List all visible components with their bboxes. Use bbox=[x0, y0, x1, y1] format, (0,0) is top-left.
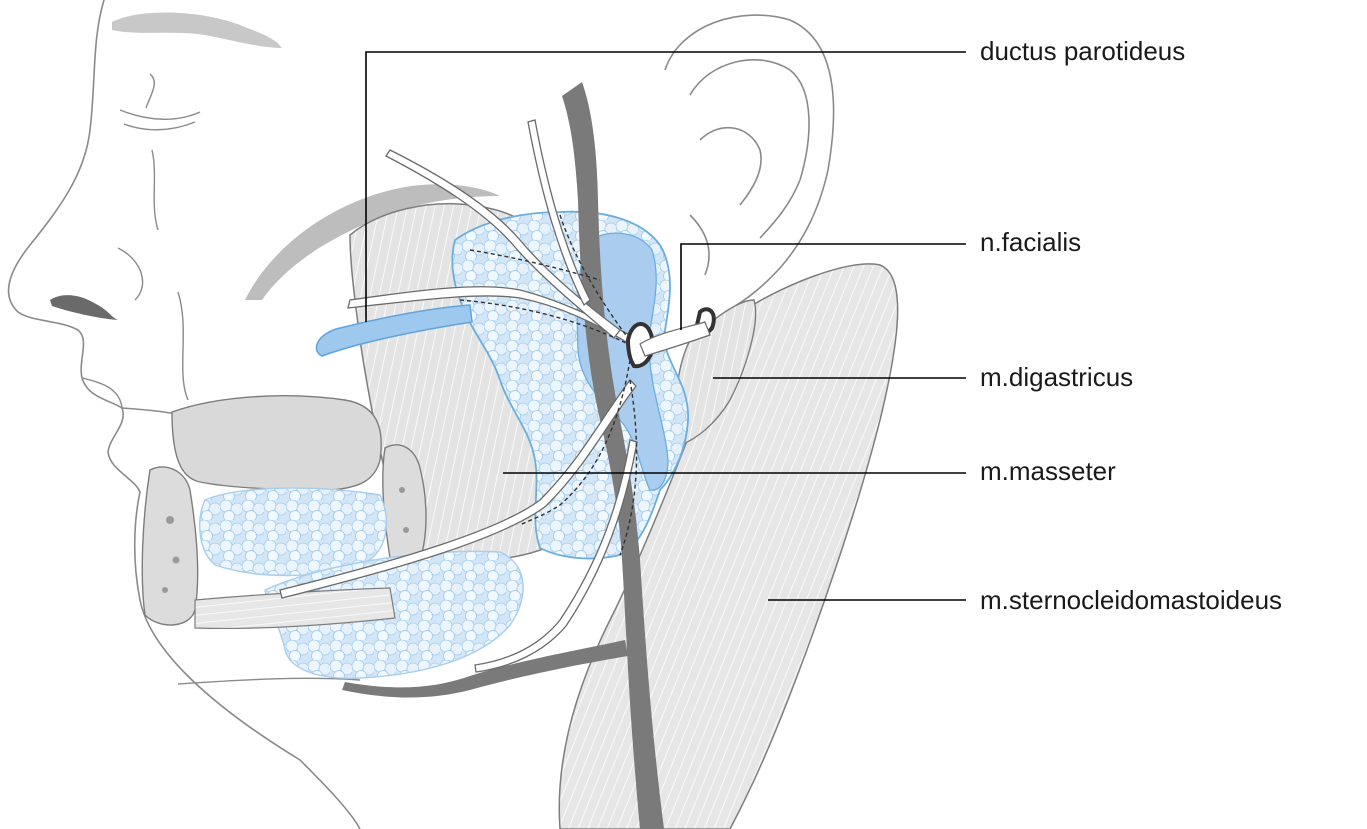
closed-eye bbox=[119, 73, 201, 131]
ear-outline bbox=[664, 14, 835, 307]
label-m-digastricus: m.digastricus bbox=[980, 362, 1134, 392]
mylohyoid-band bbox=[194, 587, 396, 630]
jugular-vein bbox=[562, 82, 664, 829]
label-n-facialis: n.facialis bbox=[980, 227, 1082, 257]
facial-nerve-branches bbox=[279, 119, 641, 673]
stylomastoid-foramen bbox=[625, 307, 716, 369]
facial-nerve-deep-course bbox=[459, 214, 638, 556]
temporal-arc bbox=[245, 184, 500, 300]
label-m-masseter: m.masseter bbox=[980, 456, 1116, 486]
eyebrow bbox=[112, 12, 282, 49]
leader-lines bbox=[365, 51, 966, 601]
label-ductus-parotideus: ductus parotideus bbox=[980, 36, 1186, 66]
lips bbox=[81, 377, 123, 409]
facial-vein bbox=[342, 640, 628, 698]
leader-n-facialis bbox=[680, 243, 966, 330]
jaw-line bbox=[177, 677, 361, 685]
parotid-duct bbox=[315, 304, 473, 357]
cheek-lines bbox=[117, 149, 189, 401]
mandible-bone bbox=[141, 395, 427, 626]
nostril bbox=[50, 295, 118, 320]
label-m-sternocleidomastoideus: m.sternocleidomastoideus bbox=[980, 585, 1283, 615]
leader-ductus-parotideus bbox=[365, 51, 966, 322]
